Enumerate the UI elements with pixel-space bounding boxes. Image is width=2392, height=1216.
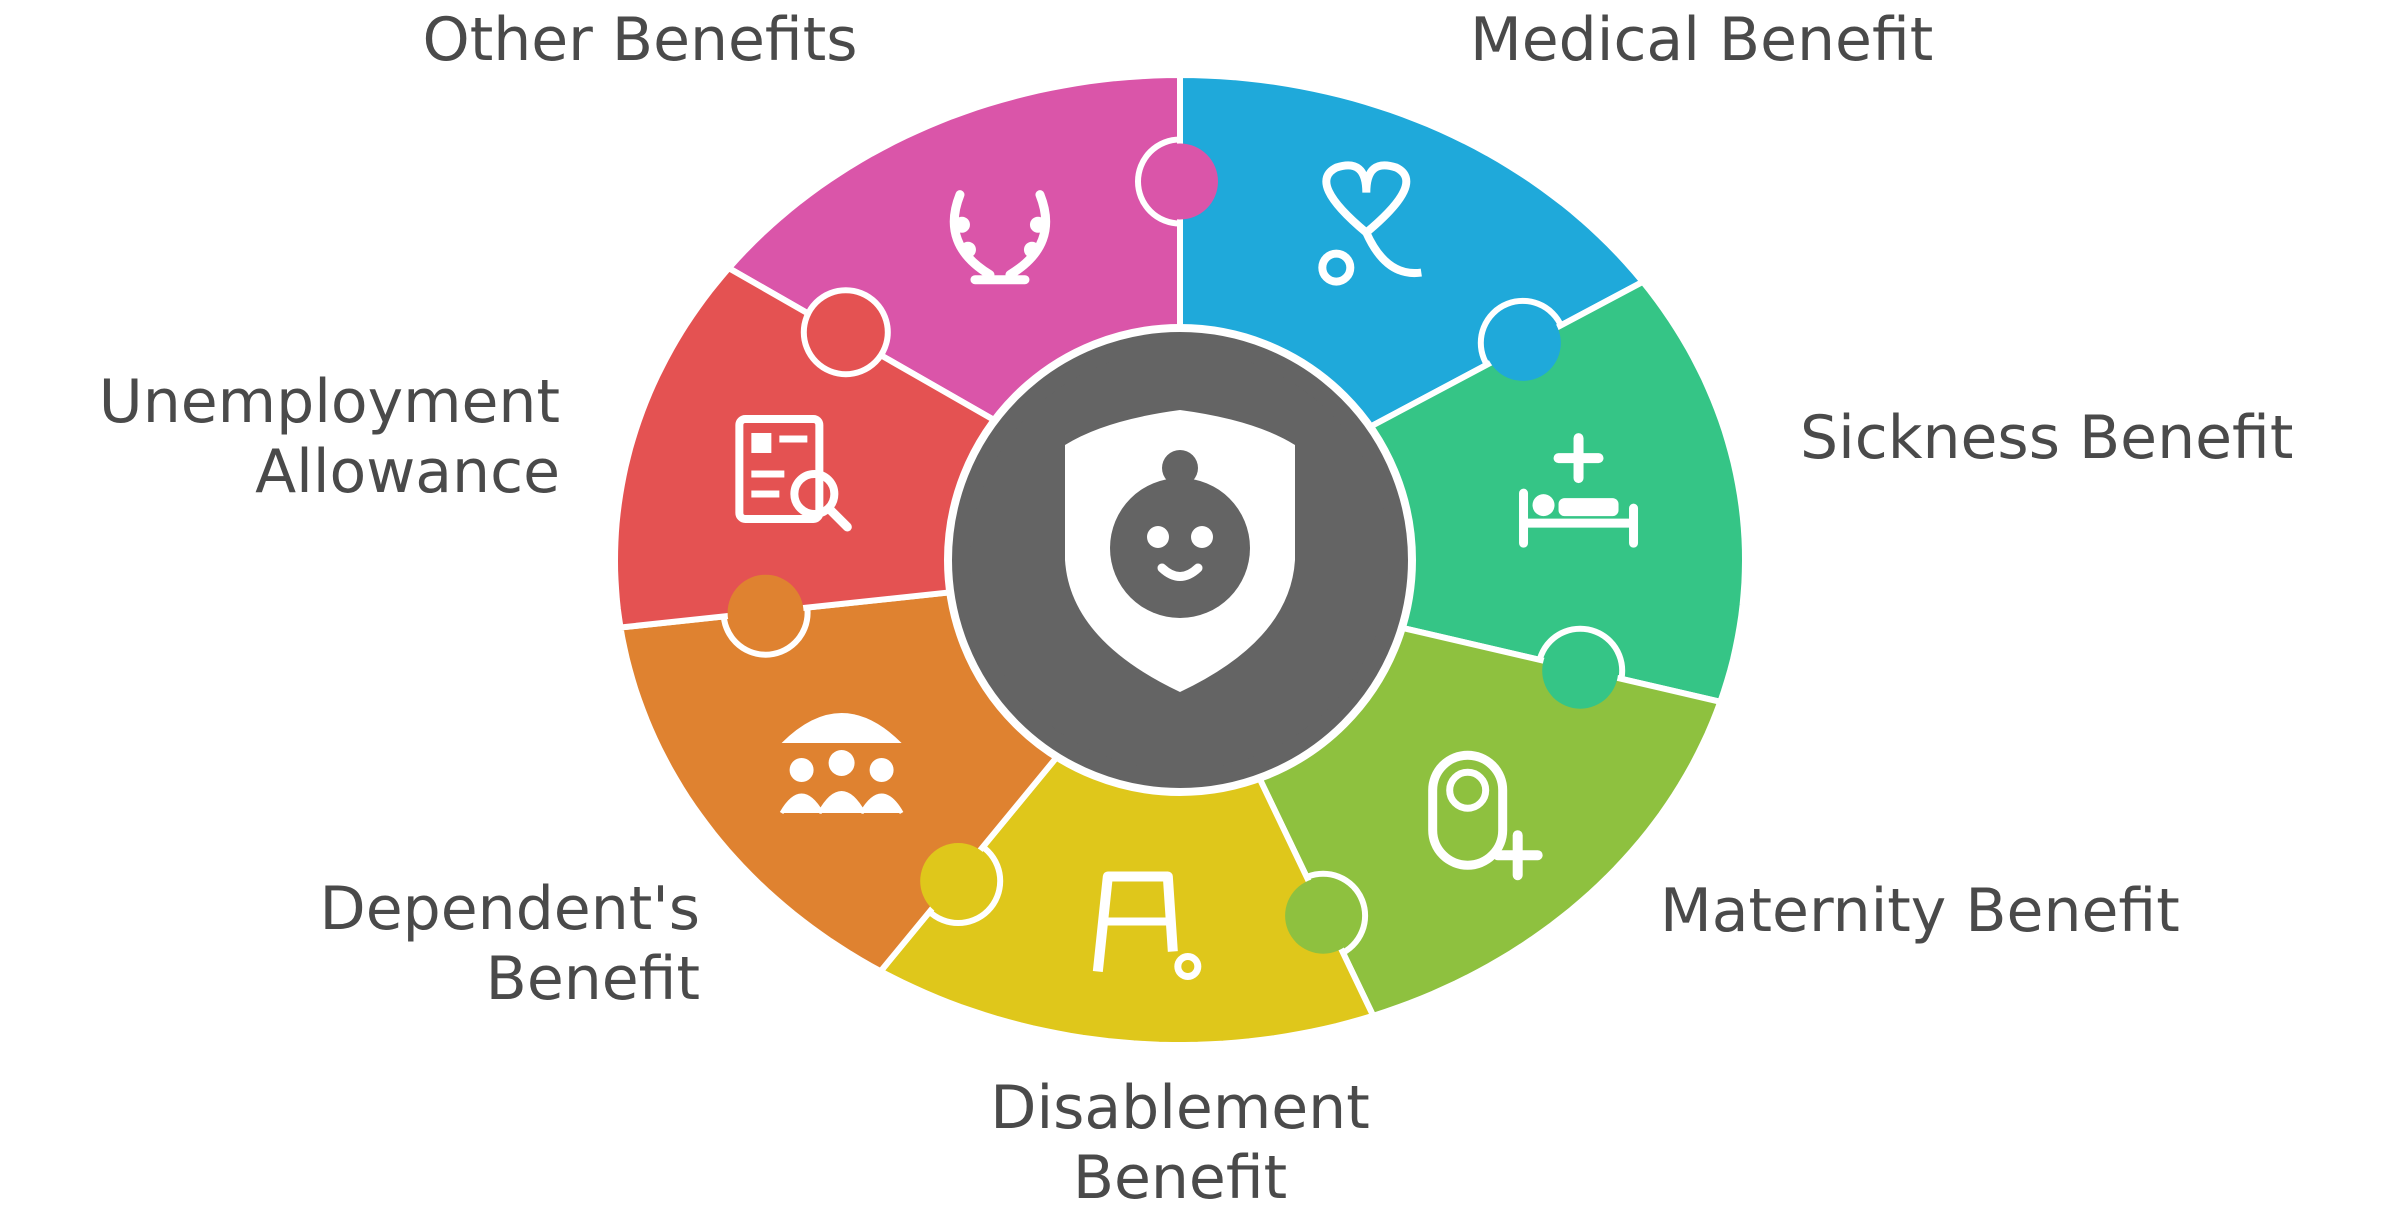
puzzle-knob-fill-medical-benefit	[1484, 304, 1561, 381]
label-sickness-benefit: Sickness Benefit	[1800, 403, 2380, 473]
family-umbrella-icon	[779, 712, 904, 814]
job-search-icon	[735, 414, 852, 532]
shield-baby-icon	[1065, 410, 1295, 692]
label-line: Benefit	[1072, 1143, 1288, 1213]
puzzle-knob-fill-disablement-benefit	[920, 843, 997, 919]
label-medical-benefit: Medical Benefit	[1470, 5, 2030, 75]
label-line: Dependent's	[319, 874, 700, 944]
hospital-bed-icon	[1519, 433, 1639, 548]
puzzle-knob-fill-unemployment-allowance	[807, 294, 884, 371]
puzzle-knob-fill-maternity-benefit	[1285, 877, 1362, 954]
laurel-wreath-icon	[949, 190, 1051, 285]
newborn-baby-icon	[1428, 750, 1543, 881]
label-line: Medical Benefit	[1470, 5, 1934, 75]
label-line: Maternity Benefit	[1660, 876, 2180, 946]
puzzle-knob-fill-sickness-benefit	[1542, 632, 1619, 709]
label-line: Unemployment	[98, 367, 560, 437]
walker-icon	[1092, 871, 1202, 981]
label-other-benefits: Other Benefits	[390, 5, 890, 75]
puzzle-knob-fill-other-benefits	[1142, 143, 1218, 220]
label-line: Other Benefits	[422, 5, 858, 75]
label-maternity-benefit: Maternity Benefit	[1660, 876, 2260, 946]
label-line: Sickness Benefit	[1800, 403, 2294, 473]
label-line: Disablement	[990, 1073, 1370, 1143]
label-line: Benefit	[485, 944, 700, 1014]
label-line: Allowance	[255, 437, 560, 507]
center-hub	[944, 324, 1416, 796]
puzzle-knob-fill-dependents-benefit	[727, 574, 804, 651]
